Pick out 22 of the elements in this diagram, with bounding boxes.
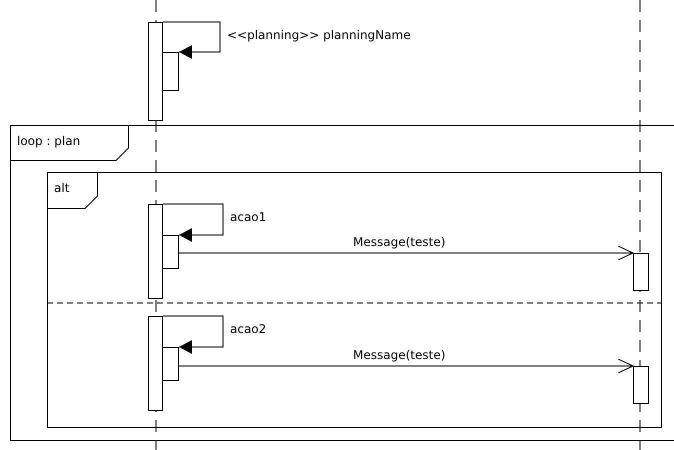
self-message-arrow (162, 22, 220, 59)
self-message-arrow (162, 316, 224, 354)
activation-bar (148, 204, 163, 299)
message-label: Message(teste) (352, 348, 446, 362)
alt-frame (47, 172, 662, 428)
frame-label: loop : plan (17, 134, 80, 148)
activation-bar (633, 253, 649, 291)
frame-label: alt (54, 181, 70, 195)
loop-frame (10, 125, 674, 441)
activation-bar (148, 316, 163, 411)
activation-bar (633, 366, 649, 404)
message-arrow (178, 246, 634, 260)
message-label: Message(teste) (352, 235, 446, 249)
message-arrow (178, 358, 634, 374)
message-label: <<planning>> planningName (226, 28, 412, 42)
message-label: acao1 (229, 210, 268, 224)
activation-bar (148, 22, 163, 121)
activation-bar (162, 52, 179, 91)
message-label: acao2 (229, 322, 268, 336)
activation-bar (162, 235, 179, 269)
activation-bar (162, 347, 179, 381)
self-message-arrow (162, 204, 224, 242)
